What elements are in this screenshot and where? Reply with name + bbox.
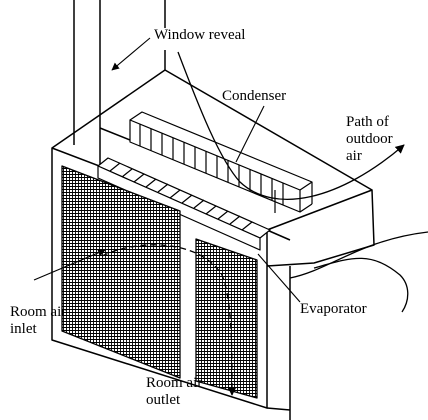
- condenser-leader: [235, 105, 265, 163]
- path-of-outdoor-air-label-line1: Path of: [346, 114, 389, 130]
- window-reveal-leader: [111, 37, 151, 71]
- condenser-coil: [129, 111, 313, 213]
- room-air-inlet-label-line1: Room air: [10, 304, 66, 320]
- evaporator-leader: [257, 253, 301, 303]
- evaporator-label: Evaporator: [300, 301, 367, 317]
- path-of-outdoor-air-label-line2: outdoor: [346, 131, 393, 147]
- room-air-inlet-leader: [33, 249, 106, 281]
- outdoor-air-path: [177, 51, 405, 200]
- room-air-flow-path: [101, 244, 237, 396]
- condenser-label: Condenser: [222, 88, 286, 104]
- path-of-outdoor-air-label-line3: air: [346, 148, 362, 164]
- wall-break-lines: [289, 231, 428, 313]
- room-air-outlet-label-line1: Room air: [146, 375, 202, 391]
- window-reveal-label: Window reveal: [154, 27, 245, 43]
- room-air-outlet-label-line2: outlet: [146, 392, 181, 408]
- inlet-grille: [61, 165, 181, 379]
- window-reveal: [73, 0, 373, 191]
- evaporator-coil: [97, 157, 271, 251]
- room-air-inlet-label-line2: inlet: [10, 321, 37, 337]
- outlet-grille: [195, 238, 258, 399]
